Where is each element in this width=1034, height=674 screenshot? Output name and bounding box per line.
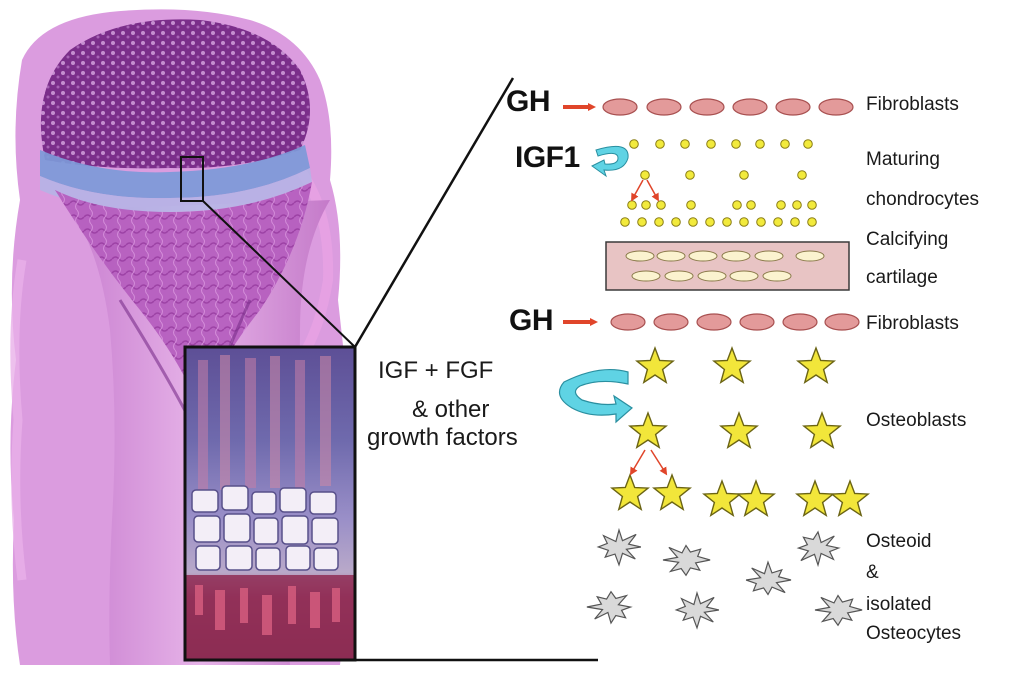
igf1-curved-arrow <box>591 145 629 178</box>
fibroblasts-label-top: Fibroblasts <box>866 94 959 115</box>
osteocyte-cells <box>586 527 863 630</box>
maturing-label: Maturing <box>866 149 940 170</box>
chondrocyte-division-arrows <box>631 179 659 202</box>
isolated-label: isolated <box>866 594 932 615</box>
osteoblast-star <box>830 479 870 518</box>
fibroblast-cell <box>824 313 860 331</box>
osteocyte-cell <box>796 530 841 568</box>
growth-factors-label: growth factors <box>367 424 518 451</box>
osteoblast-star <box>719 411 759 450</box>
calcifying-label: Calcifying <box>866 229 949 250</box>
igf1-label: IGF1 <box>515 141 580 174</box>
osteoblasts-label: Osteoblasts <box>866 410 967 431</box>
osteoblast-star <box>702 479 742 518</box>
fibroblast-cell <box>782 313 818 331</box>
cartilage-label: cartilage <box>866 267 938 288</box>
osteoblast-division-arrows <box>629 449 668 476</box>
fibroblast-cell <box>739 313 775 331</box>
gh-label-top: GH <box>506 85 551 118</box>
metaphysis <box>55 182 312 410</box>
fibroblast-cell <box>646 98 682 116</box>
osteoblast-star <box>802 411 842 450</box>
growth-factor-curved-arrow <box>558 368 633 424</box>
fibroblast-cell <box>775 98 811 116</box>
epiphysis <box>40 19 311 169</box>
chondrocytes-label: chondrocytes <box>866 189 980 210</box>
fibroblast-cell <box>696 313 732 331</box>
fibroblast-cell <box>689 98 725 116</box>
osteocyte-cell <box>596 527 642 567</box>
bone-histology-image <box>10 9 598 666</box>
osteoblast-star <box>610 473 650 512</box>
fibroblast-row-top <box>602 98 854 116</box>
igf-fgf-label: IGF + FGF <box>378 357 494 384</box>
osteoblast-star <box>652 473 692 512</box>
fibroblast-cell <box>653 313 689 331</box>
osteoblast-star <box>796 346 836 385</box>
osteoblast-star <box>635 346 675 385</box>
magnified-inset <box>183 345 357 662</box>
osteoblast-stars <box>610 346 870 518</box>
fibroblast-cell <box>732 98 768 116</box>
osteoid-label: Osteoid <box>866 531 932 552</box>
zoom-region-box <box>180 156 204 202</box>
fibroblast-row-bottom <box>610 313 860 331</box>
osteocyte-cell <box>586 590 633 625</box>
growth-plate <box>40 145 310 199</box>
osteocyte-cell <box>814 594 863 627</box>
osteocyte-cell <box>662 544 711 577</box>
fibroblast-cell <box>602 98 638 116</box>
osteocytes-label: Osteocytes <box>866 623 962 644</box>
fibroblast-cell <box>818 98 854 116</box>
other-label: & other <box>412 396 490 423</box>
osteoblast-star <box>736 479 776 518</box>
osteocyte-cell <box>674 590 720 630</box>
ampersand-label: & <box>866 562 879 583</box>
osteoblast-star <box>795 479 835 518</box>
fibroblast-cell <box>610 313 646 331</box>
fibroblasts-label-bottom: Fibroblasts <box>866 313 959 334</box>
osteocyte-cell <box>745 560 792 596</box>
calcifying-cartilage-band <box>605 241 850 291</box>
osteoblast-star <box>712 346 752 385</box>
osteoblast-star <box>628 411 668 450</box>
chondrocyte-cluster <box>620 139 817 227</box>
gh-label-bottom: GH <box>509 304 554 337</box>
